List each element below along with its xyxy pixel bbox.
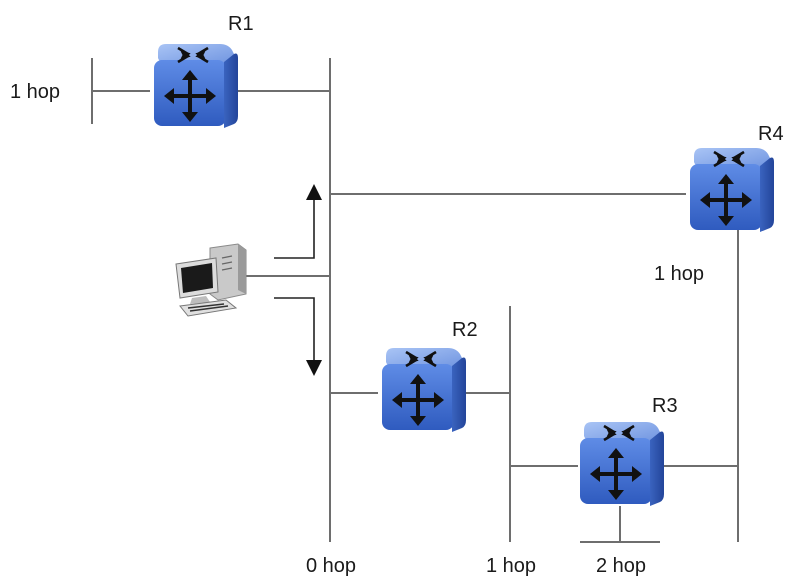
router-icon-r1 <box>152 42 240 130</box>
router-label-r2: R2 <box>452 319 478 341</box>
hop-label-segment-1: 1 hop <box>486 555 536 577</box>
hop-label-r4-segment: 1 hop <box>654 263 704 285</box>
computer-icon <box>175 243 247 317</box>
hop-label-r1-segment: 1 hop <box>10 81 60 103</box>
router-icon-r3 <box>578 420 666 508</box>
router-label-r1: R1 <box>228 13 254 35</box>
query-arrows <box>274 184 322 376</box>
router-icon-r4 <box>688 146 776 234</box>
hop-label-segment-0: 0 hop <box>306 555 356 577</box>
arrow-up-icon <box>274 184 322 259</box>
arrow-down-icon <box>274 297 322 376</box>
hop-label-segment-2: 2 hop <box>596 555 646 577</box>
router-icon-r2 <box>380 346 468 434</box>
network-links <box>91 58 739 543</box>
router-label-r4: R4 <box>758 123 784 145</box>
router-label-r3: R3 <box>652 395 678 417</box>
